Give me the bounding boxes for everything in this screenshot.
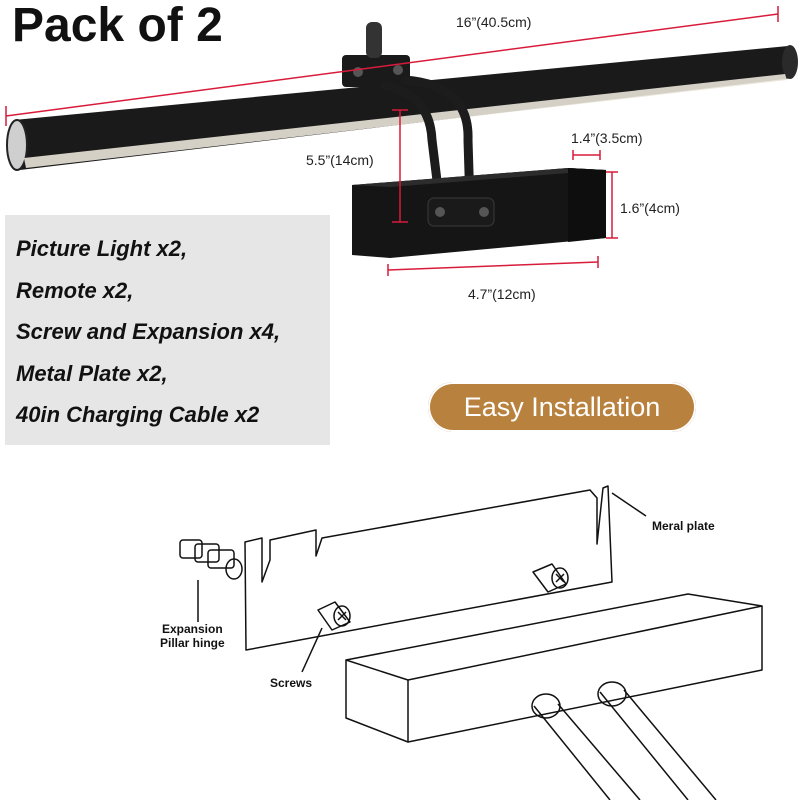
- screw-right: [532, 563, 569, 593]
- easy-installation-badge: Easy Installation: [428, 382, 696, 432]
- package-contents-panel: [5, 215, 330, 445]
- arm-rods: [380, 75, 475, 210]
- contents-item: Remote x2,: [16, 277, 134, 303]
- rods: [533, 689, 717, 800]
- wall-base: [352, 168, 606, 258]
- expansion-label-line2: Pillar hinge: [160, 636, 225, 650]
- screws-label: Screws: [270, 676, 313, 690]
- pack-title: Pack of 2: [12, 0, 223, 52]
- dimension-base-width: 4.7”(12cm): [468, 286, 536, 302]
- dimension-arm: 5.5”(14cm): [306, 152, 374, 168]
- expansion-label: Expansion Pillar hinge: [160, 622, 225, 650]
- metal-plate: [244, 485, 613, 651]
- contents-item: 40in Charging Cable x2: [16, 402, 260, 427]
- dimension-lines: [5, 6, 779, 276]
- expansion-pillar: [179, 539, 243, 580]
- contents-item: Metal Plate x2,: [16, 360, 168, 386]
- base-block: [345, 593, 763, 743]
- light-bar: [6, 45, 798, 171]
- dimension-depth: 1.4”(3.5cm): [571, 130, 643, 146]
- contents-item: Screw and Expansion x4,: [16, 319, 281, 344]
- badge-label: Easy Installation: [463, 392, 661, 422]
- dimension-height: 1.6”(4cm): [620, 200, 680, 216]
- arm-clamp: [342, 22, 410, 87]
- metal-plate-label: Meral plate: [652, 519, 715, 533]
- dimension-length: 16”(40.5cm): [456, 14, 532, 30]
- contents-item: Picture Light x2,: [16, 236, 188, 261]
- expansion-label-line1: Expansion: [162, 622, 223, 636]
- package-contents-list: Picture Light x2, Remote x2, Screw and E…: [16, 228, 280, 436]
- screw-left: [317, 601, 351, 631]
